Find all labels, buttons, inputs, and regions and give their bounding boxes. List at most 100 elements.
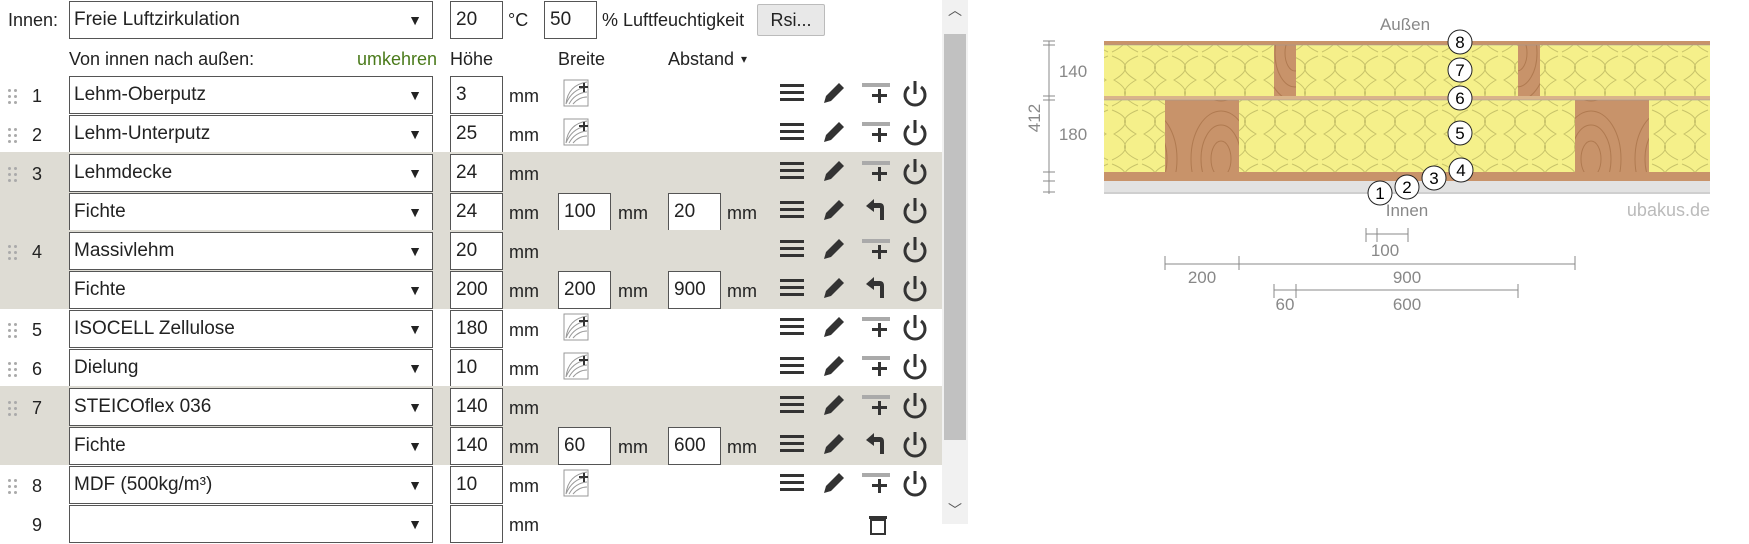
add-inhomogeneous-icon[interactable] <box>563 79 595 111</box>
menu-icon[interactable] <box>778 79 810 111</box>
add-layer-icon[interactable] <box>860 118 892 150</box>
add-layer-icon[interactable] <box>860 235 892 267</box>
menu-icon[interactable] <box>778 313 810 345</box>
drag-handle-icon[interactable] <box>8 89 18 105</box>
add-inhomogeneous-icon[interactable] <box>563 118 595 150</box>
material-select[interactable]: ISOCELL Zellulose▼ <box>69 310 433 348</box>
edit-icon[interactable] <box>820 79 852 111</box>
toggle-power-icon[interactable] <box>900 391 932 423</box>
width-input[interactable]: 200 <box>558 271 611 309</box>
sub-material-select[interactable]: Fichte▼ <box>69 271 433 309</box>
delete-icon[interactable] <box>866 512 898 544</box>
add-inhomogeneous-icon[interactable] <box>563 469 595 501</box>
toggle-power-icon[interactable] <box>900 118 932 150</box>
rsi-button[interactable]: Rsi... <box>757 4 825 36</box>
menu-icon[interactable] <box>778 118 810 150</box>
drag-handle-icon[interactable] <box>8 128 18 144</box>
material-select[interactable]: STEICOflex 036▼ <box>69 388 433 426</box>
edit-icon[interactable] <box>820 352 852 384</box>
width-input[interactable]: 60 <box>558 427 611 465</box>
menu-icon[interactable] <box>778 430 810 462</box>
material-select[interactable]: Lehmdecke▼ <box>69 154 433 192</box>
add-layer-icon[interactable] <box>860 313 892 345</box>
edit-icon[interactable] <box>820 391 852 423</box>
toggle-power-icon[interactable] <box>900 79 932 111</box>
height-input[interactable]: 10 <box>450 349 503 387</box>
spacing-header[interactable]: Abstand <box>668 49 735 69</box>
material-select[interactable]: ▼ <box>69 505 433 543</box>
height-input[interactable]: 25 <box>450 115 503 153</box>
sort-down-icon[interactable]: ▾ <box>741 52 748 66</box>
drag-handle-icon[interactable] <box>8 323 18 339</box>
swap-icon[interactable] <box>860 196 892 228</box>
height-input[interactable]: 24 <box>450 154 503 192</box>
material-select[interactable]: Lehm-Unterputz▼ <box>69 115 433 153</box>
height-input[interactable]: 140 <box>450 427 503 465</box>
swap-icon[interactable] <box>860 274 892 306</box>
sub-material-select[interactable]: Fichte▼ <box>69 427 433 465</box>
toggle-power-icon[interactable] <box>900 157 932 189</box>
scroll-down-icon[interactable]: ﹀ <box>948 502 962 518</box>
menu-icon[interactable] <box>778 352 810 384</box>
add-layer-icon[interactable] <box>860 157 892 189</box>
add-layer-icon[interactable] <box>860 469 892 501</box>
edit-icon[interactable] <box>820 274 852 306</box>
toggle-power-icon-svg <box>903 432 927 458</box>
height-input[interactable]: 200 <box>450 271 503 309</box>
scrollbar-thumb[interactable] <box>944 34 966 440</box>
material-select[interactable]: Lehm-Oberputz▼ <box>69 76 433 114</box>
spacing-input[interactable]: 600 <box>668 427 721 465</box>
height-input[interactable]: 140 <box>450 388 503 426</box>
menu-icon[interactable] <box>778 391 810 423</box>
height-input[interactable]: 20 <box>450 232 503 270</box>
add-layer-icon[interactable] <box>860 79 892 111</box>
humidity-input[interactable]: 50 <box>544 1 597 39</box>
inside-climate-select[interactable]: Freie Luftzirkulation▼ <box>69 1 433 39</box>
add-layer-icon[interactable] <box>860 391 892 423</box>
sub-material-select[interactable]: Fichte▼ <box>69 193 433 231</box>
toggle-power-icon[interactable] <box>900 430 932 462</box>
temperature-input[interactable]: 20 <box>450 1 503 39</box>
toggle-power-icon[interactable] <box>900 196 932 228</box>
edit-icon[interactable] <box>820 196 852 228</box>
edit-icon[interactable] <box>820 430 852 462</box>
drag-handle-icon[interactable] <box>8 479 18 495</box>
material-select[interactable]: Dielung▼ <box>69 349 433 387</box>
add-inhomogeneous-icon[interactable] <box>563 352 595 384</box>
menu-icon[interactable] <box>778 157 810 189</box>
material-select[interactable]: Massivlehm▼ <box>69 232 433 270</box>
add-inhomogeneous-icon[interactable] <box>563 313 595 345</box>
drag-handle-icon[interactable] <box>8 401 18 417</box>
toggle-power-icon[interactable] <box>900 313 932 345</box>
toggle-power-icon[interactable] <box>900 352 932 384</box>
menu-icon[interactable] <box>778 235 810 267</box>
edit-icon[interactable] <box>820 313 852 345</box>
width-input[interactable]: 100 <box>558 193 611 231</box>
drag-handle-icon[interactable] <box>8 362 18 378</box>
edit-icon[interactable] <box>820 469 852 501</box>
edit-icon[interactable] <box>820 157 852 189</box>
scrollbar[interactable]: ︿ ﹀ <box>942 0 968 524</box>
material-select[interactable]: MDF (500kg/m³)▼ <box>69 466 433 504</box>
spacing-input[interactable]: 20 <box>668 193 721 231</box>
add-layer-icon[interactable] <box>860 352 892 384</box>
menu-icon[interactable] <box>778 196 810 228</box>
toggle-power-icon[interactable] <box>900 469 932 501</box>
height-input[interactable] <box>450 505 503 543</box>
drag-handle-icon[interactable] <box>8 245 18 261</box>
menu-icon[interactable] <box>778 469 810 501</box>
toggle-power-icon[interactable] <box>900 235 932 267</box>
edit-icon[interactable] <box>820 118 852 150</box>
edit-icon[interactable] <box>820 235 852 267</box>
height-input[interactable]: 3 <box>450 76 503 114</box>
menu-icon[interactable] <box>778 274 810 306</box>
scroll-up-icon[interactable]: ︿ <box>948 2 962 18</box>
reverse-link[interactable]: umkehren <box>357 49 438 69</box>
height-input[interactable]: 10 <box>450 466 503 504</box>
height-input[interactable]: 24 <box>450 193 503 231</box>
height-input[interactable]: 180 <box>450 310 503 348</box>
spacing-input[interactable]: 900 <box>668 271 721 309</box>
toggle-power-icon[interactable] <box>900 274 932 306</box>
swap-icon[interactable] <box>860 430 892 462</box>
drag-handle-icon[interactable] <box>8 167 18 183</box>
